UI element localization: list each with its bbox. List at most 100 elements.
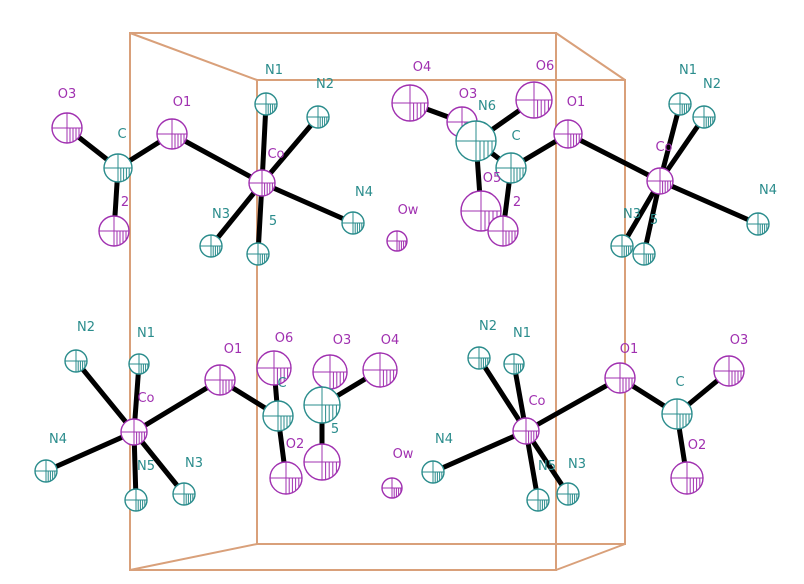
atom-o3-0 <box>51 112 83 144</box>
atom-label-1: C <box>117 127 126 142</box>
atom-o1-27 <box>204 364 236 396</box>
bond-6 <box>259 180 356 226</box>
atom-label-27: O1 <box>224 342 243 357</box>
atom-label-31: Co <box>137 391 154 406</box>
atom-label-13: N6 <box>478 99 496 114</box>
atom-o6-14 <box>515 81 553 119</box>
atom-label-44: Co <box>528 394 545 409</box>
atom-label-29: O3 <box>333 333 352 348</box>
atom-label-17: O5 <box>483 171 502 186</box>
atom-label-22: N4 <box>759 183 777 198</box>
atom-n5-36 <box>124 488 148 512</box>
atom-2-18 <box>487 215 519 247</box>
atom-n2-20 <box>692 105 716 129</box>
atom-label-12: O3 <box>459 87 478 102</box>
atom-label-8: N3 <box>212 207 230 222</box>
atom-o3-29 <box>312 354 348 390</box>
atom-label-20: N2 <box>703 77 721 92</box>
atom-label-49: O2 <box>688 438 707 453</box>
atom-label-16: O1 <box>567 95 586 110</box>
atom-label-6: Co <box>267 147 284 162</box>
bond-25 <box>43 429 137 474</box>
atom-n1-19 <box>668 92 692 116</box>
atom-o6-28 <box>256 350 292 386</box>
atom-n4-34 <box>34 459 58 483</box>
atom-label-4: N1 <box>265 63 283 78</box>
atom-label-5: N2 <box>316 77 334 92</box>
atom-c-1 <box>103 153 133 183</box>
atom-label-35: N3 <box>185 456 203 471</box>
atom-2-3 <box>98 215 130 247</box>
bonds-layer <box>43 97 761 503</box>
atom-n5-47 <box>526 488 550 512</box>
atom-label-9: 5 <box>269 214 277 229</box>
atom-label-48: N3 <box>568 457 586 472</box>
atom-label-39: Ow <box>393 447 414 462</box>
atom-c-15 <box>495 152 527 184</box>
atom-n3-8 <box>199 234 223 258</box>
atom-label-37: O2 <box>286 437 305 452</box>
atom-label-36: N5 <box>137 459 155 474</box>
bond-19 <box>657 178 761 227</box>
atom-label-0: O3 <box>58 87 77 102</box>
atom-ow-10 <box>386 230 408 252</box>
atom-label-2: O1 <box>173 95 192 110</box>
atom-label-18: 2 <box>513 195 521 210</box>
atom-co-6 <box>248 169 276 197</box>
atom-o1-42 <box>604 362 636 394</box>
atom-c-45 <box>661 398 693 430</box>
atom-label-21: Co <box>655 140 672 155</box>
atom-o4-11 <box>391 84 429 122</box>
atom-o4-30 <box>362 352 398 388</box>
atom-label-33: 5 <box>331 422 339 437</box>
atom-label-47: N5 <box>538 459 556 474</box>
atom-label-10: Ow <box>398 203 419 218</box>
atoms-layer <box>34 81 770 512</box>
bond-34 <box>476 355 529 434</box>
unit-cell-box <box>129 32 626 571</box>
atom-label-34: N4 <box>49 432 67 447</box>
atom-o2-49 <box>670 461 704 495</box>
atom-n1-4 <box>254 92 278 116</box>
atom-n3-23 <box>610 234 634 258</box>
atom-n1-26 <box>128 353 150 375</box>
atom-label-46: N4 <box>435 432 453 447</box>
atom-n4-46 <box>421 460 445 484</box>
atom-n1-41 <box>503 353 525 375</box>
atom-label-23: N3 <box>623 207 641 222</box>
atom-label-40: N2 <box>479 319 497 334</box>
atom-c-32 <box>262 400 294 432</box>
atom-label-15: C <box>511 129 520 144</box>
bond-16 <box>565 131 663 184</box>
atom-label-25: N2 <box>77 320 95 335</box>
atom-label-11: O4 <box>413 60 432 75</box>
atom-n6-13 <box>455 120 497 162</box>
atom-label-43: O3 <box>730 333 749 348</box>
atom-label-19: N1 <box>679 63 697 78</box>
atom-o3-43 <box>713 355 745 387</box>
atom-co-31 <box>120 418 148 446</box>
atom-n2-5 <box>306 105 330 129</box>
atom-label-41: N1 <box>513 326 531 341</box>
atom-label-30: O4 <box>381 333 400 348</box>
atom-5-24 <box>632 242 656 266</box>
atom-o1-16 <box>553 119 583 149</box>
atom-n4-7 <box>341 211 365 235</box>
atom-label-32: C <box>277 376 286 391</box>
bond-22 <box>73 358 137 435</box>
atom-label-14: O6 <box>536 59 555 74</box>
atom-co-21 <box>646 167 674 195</box>
atom-label-24: 5 <box>650 213 658 228</box>
atom-label-28: O6 <box>275 331 294 346</box>
atom-o2-37 <box>269 461 303 495</box>
atom-n4-22 <box>746 212 770 236</box>
atom-label-42: O1 <box>620 342 639 357</box>
atom-co-44 <box>512 417 540 445</box>
atom-o1-2 <box>156 118 188 150</box>
atom-label-26: N1 <box>137 326 155 341</box>
atom-n3-48 <box>556 482 580 506</box>
atom-5-9 <box>246 242 270 266</box>
atom-n2-40 <box>467 346 491 370</box>
atom-unlabeled-38 <box>303 443 341 481</box>
